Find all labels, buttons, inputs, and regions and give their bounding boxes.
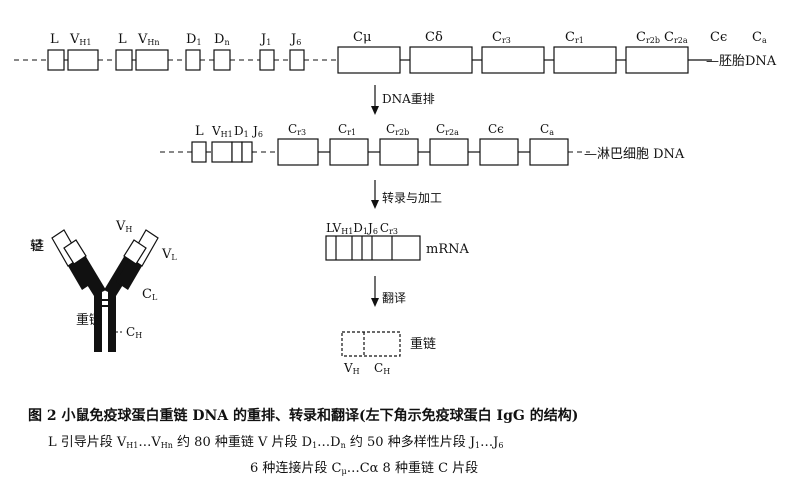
segment-j6 — [241, 141, 253, 163]
label-c-r2b: Cr2b — [386, 122, 409, 137]
segment-c-alpha — [529, 138, 569, 166]
label-vh1: VH1 — [211, 124, 233, 139]
lymphocyte-dna-row: L VH1 D1 J6 Cr3 Cr1 Cr2b Cr2a Cϵ Ca —淋巴细… — [160, 122, 685, 166]
label-c-delta: Cδ — [425, 30, 443, 45]
igg-antibody-structure: 轻链 VH VL CL 重链 CH — [30, 219, 177, 352]
segment-l — [191, 141, 207, 163]
heavy-chain-v-region — [63, 239, 87, 265]
label-v: VHn — [137, 32, 160, 47]
segment-dn — [213, 49, 231, 71]
label-l: L — [50, 32, 59, 47]
segment-j1 — [259, 49, 275, 71]
label-cl: CL — [142, 287, 158, 302]
label-vl: VL — [161, 247, 177, 262]
arrow-head — [371, 298, 379, 307]
label-vh: VH — [343, 361, 360, 376]
label-j6: J6 — [251, 124, 263, 139]
segment-j6 — [289, 49, 305, 71]
label-v: VH1 — [69, 32, 91, 47]
arrow-head — [371, 200, 379, 209]
step-dna-rearrangement: DNA重排 — [382, 92, 435, 106]
segment-vhn — [135, 49, 169, 71]
segment-c-epsilon — [479, 138, 519, 166]
legend-line-2: 6 种连接片段 Cμ…Cα 8 种重链 C 片段 — [250, 460, 478, 476]
lymphocyte-dna-title: —淋巴细胞 DNA — [584, 147, 685, 162]
label-d1: D1 — [234, 124, 249, 139]
segment-vh1 — [67, 49, 99, 71]
step-translation: 翻译 — [382, 291, 406, 305]
segment-c-r1 — [329, 138, 369, 166]
label-c-mu: Cμ — [353, 30, 371, 45]
step-transcription: 转录与加工 — [382, 190, 442, 205]
germline-dna-title: —胚胎DNA — [706, 54, 777, 69]
label-j: J6 — [289, 32, 301, 47]
arrow-head — [371, 106, 379, 115]
heavy-chain-stem — [94, 290, 102, 352]
heavy-chain-title: 重链 — [410, 336, 436, 352]
segment-d1 — [185, 49, 201, 71]
heavy-chain-polypeptide — [341, 331, 401, 357]
label-c-r1: Cr1 — [338, 122, 356, 137]
light-chain-label: 轻链 — [30, 239, 44, 254]
segment-c-r2b — [379, 138, 419, 166]
segment-c-r1 — [553, 46, 617, 74]
segment-c-r2a — [429, 138, 469, 166]
light-chain-c-region — [68, 258, 94, 290]
heavy-chain-v-region — [123, 239, 147, 265]
label-l: L — [118, 32, 127, 47]
segment-c-r3 — [481, 46, 545, 74]
germline-dna-row: L VH1 L VHn D1 Dn J1 J6 Cμ Cδ Cr3 Cr1 Cr… — [14, 30, 777, 74]
segment-c-r2b — [625, 46, 689, 74]
label-c-epsilon: Cϵ — [710, 30, 727, 45]
segment-l — [115, 49, 133, 71]
label-vh: VH — [115, 219, 132, 234]
figure-caption: 图 2 小鼠免疫球蛋白重链 DNA 的重排、转录和翻译(左下角示免疫球蛋白 Ig… — [28, 407, 578, 424]
label-ch: CH — [374, 361, 390, 376]
label-c-r3: Cr3 — [288, 122, 306, 137]
label-c-epsilon: Cϵ — [488, 122, 504, 136]
label-c-r2a-row1: Cr2a — [664, 30, 688, 45]
label-l: L — [195, 124, 204, 139]
heavy-chain-stem — [108, 290, 116, 352]
label-c-r1: Cr1 — [565, 30, 584, 45]
label-c-r2b: Cr2b — [636, 30, 660, 45]
mrna-strand — [325, 235, 421, 261]
segment-l — [47, 49, 65, 71]
label-j: J1 — [259, 32, 271, 47]
segment-vh1 — [211, 141, 233, 163]
segment-c-r3 — [277, 138, 319, 166]
label-c-alpha: Ca — [752, 30, 767, 45]
label-d: Dn — [214, 32, 230, 47]
legend-line-1: L 引导片段 VH1…VHn 约 80 种重链 V 片段 D1…Dn 约 50 … — [48, 434, 503, 450]
label-c-r2a: Cr2a — [436, 122, 459, 137]
label-c-alpha: Ca — [540, 122, 554, 137]
label-ch: CH — [126, 325, 142, 340]
heavy-chain-row: 重链 VH CH — [341, 331, 436, 376]
label-c-r3: Cr3 — [492, 30, 511, 45]
segment-c-mu — [337, 46, 401, 74]
segment-d1 — [231, 141, 243, 163]
mrna-title: mRNA — [426, 242, 469, 257]
heavy-chain-label: 重链 — [76, 312, 102, 328]
label-d: D1 — [186, 32, 202, 47]
light-chain-c-region — [116, 258, 142, 290]
segment-c-delta — [409, 46, 473, 74]
